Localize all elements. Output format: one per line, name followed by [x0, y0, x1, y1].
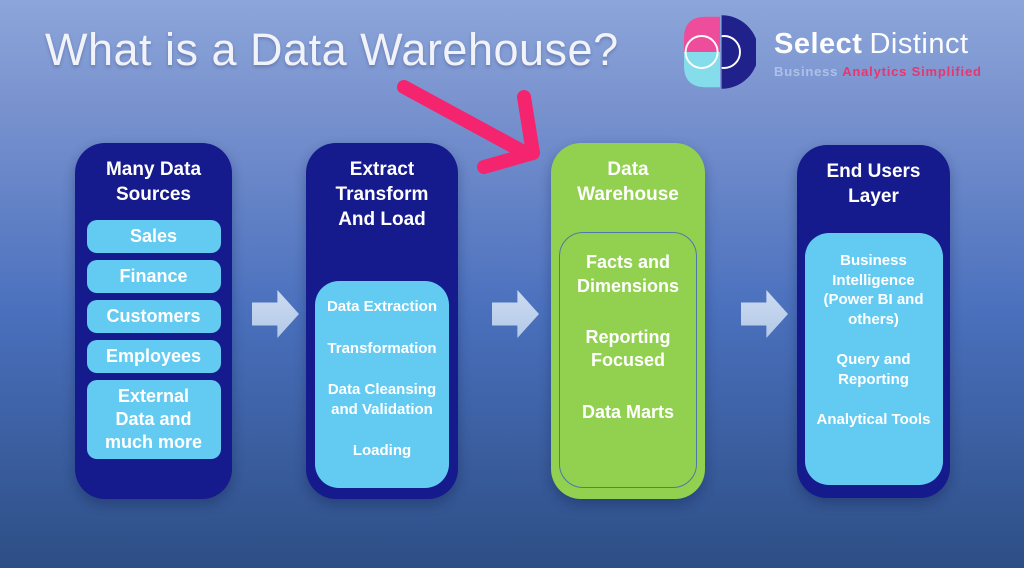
flow-arrow-2	[492, 290, 539, 338]
data-warehouse-feature: Facts and Dimensions	[576, 252, 680, 296]
column-data-sources-title: Many Data Sources	[105, 159, 202, 206]
end-user-tool: Query and Reporting	[836, 351, 911, 388]
column-data-warehouse: Data Warehouse Facts and Dimensions Repo…	[551, 143, 705, 499]
column-end-users-title: End Users Layer	[826, 161, 921, 208]
data-warehouse-panel: Facts and Dimensions Reporting Focused D…	[559, 232, 697, 489]
data-warehouse-feature: Reporting Focused	[585, 326, 671, 371]
etl-step: Loading	[352, 442, 412, 460]
column-etl-title: Extract Transform And Load	[335, 159, 429, 231]
data-warehouse-feature: Data Marts	[581, 401, 675, 422]
logo-tagline-business: Business	[774, 64, 839, 79]
data-source-item: Customers	[86, 300, 221, 334]
end-user-tool: Analytical Tools	[816, 411, 931, 429]
etl-step: Data Extraction	[326, 298, 438, 316]
data-source-item: Finance	[86, 260, 221, 294]
column-data-sources: Many Data Sources Sales Finance Customer…	[75, 143, 232, 499]
data-source-list: Sales Finance Customers Employees Extern…	[86, 220, 221, 460]
etl-step: Transformation	[327, 339, 437, 357]
logo-tagline-analytics: Analytics Simplified	[842, 64, 982, 79]
data-source-item: External Data and much more	[86, 380, 221, 460]
select-distinct-logo-icon	[684, 15, 756, 89]
flow-arrow-1	[252, 290, 299, 338]
end-users-panel: Business Intelligence (Power BI and othe…	[804, 233, 943, 486]
flow-arrow-3	[741, 290, 788, 338]
column-etl: Extract Transform And Load Data Extracti…	[306, 143, 458, 499]
data-source-item: Employees	[86, 340, 221, 374]
etl-panel: Data Extraction Transformation Data Clea…	[315, 281, 449, 489]
slide-title: What is a Data Warehouse?	[45, 24, 619, 75]
logo-name-select: Select	[774, 28, 863, 60]
logo-name-distinct: Distinct	[869, 28, 969, 60]
data-source-item: Sales	[86, 220, 221, 254]
end-user-tool: Business Intelligence (Power BI and othe…	[823, 252, 924, 328]
column-data-warehouse-title: Data Warehouse	[577, 159, 679, 206]
column-end-users: End Users Layer Business Intelligence (P…	[797, 145, 950, 498]
etl-step: Data Cleansing and Validation	[327, 381, 437, 418]
